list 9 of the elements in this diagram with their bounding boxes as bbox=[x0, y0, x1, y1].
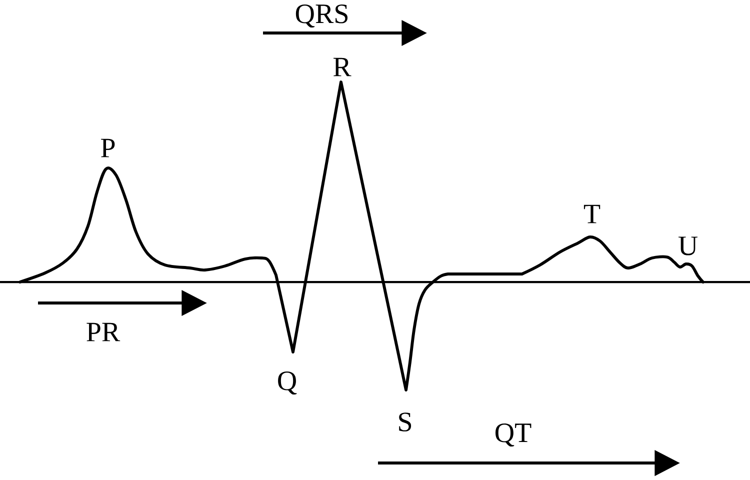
wave-label: Q bbox=[278, 371, 297, 395]
wave-label: T bbox=[584, 204, 600, 224]
wave-label: S bbox=[399, 412, 412, 432]
interval-label: QT bbox=[496, 423, 532, 447]
interval-label: QRS bbox=[296, 4, 348, 28]
wave-label: P bbox=[101, 138, 115, 158]
wave-label: U bbox=[678, 236, 698, 256]
wave-label: R bbox=[333, 58, 352, 76]
interval-label: PR bbox=[86, 322, 120, 342]
